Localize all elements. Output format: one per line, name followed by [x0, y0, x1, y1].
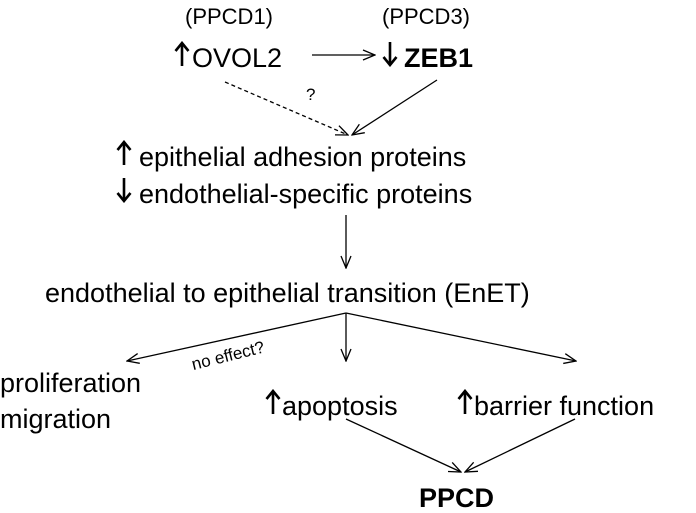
- up-arrow-icon: [116, 140, 132, 165]
- ppcd-outcome-label: PPCD: [419, 483, 495, 513]
- barrier-function-label: barrier function: [474, 391, 655, 421]
- proliferation-label: proliferation: [0, 368, 142, 398]
- endothelial-specific-decrease: endothelial-specific proteins: [116, 177, 472, 208]
- zeb1-label: ZEB1: [404, 43, 474, 73]
- ppcd3-label: (PPCD3): [382, 4, 471, 29]
- apoptosis-to-ppcd-arrow: [345, 418, 461, 472]
- transition-to-proliferation-arrow: [127, 312, 347, 361]
- migration-label: migration: [0, 404, 112, 434]
- barrier-to-ppcd-arrow: [465, 418, 576, 472]
- down-arrow-icon: [116, 178, 132, 203]
- endothelial-specific-label: endothelial-specific proteins: [139, 179, 473, 209]
- enet-transition-label: endothelial to epithelial transition (En…: [45, 278, 530, 308]
- up-arrow-icon: [174, 41, 190, 66]
- uncertain-link-question-mark: ?: [306, 85, 316, 104]
- barrier-function-increase: barrier function: [457, 389, 654, 420]
- zeb1-to-proteins-arrow: [352, 79, 438, 135]
- ovol2-to-proteins-dashed-arrow: [224, 81, 348, 135]
- ovol2-node: OVOL2: [174, 41, 282, 72]
- apoptosis-label: apoptosis: [282, 391, 398, 421]
- apoptosis-increase: apoptosis: [265, 389, 398, 420]
- zeb1-node: ZEB1: [382, 41, 473, 72]
- up-arrow-icon: [457, 389, 473, 414]
- epithelial-adhesion-increase: epithelial adhesion proteins: [116, 140, 466, 171]
- epithelial-adhesion-label: epithelial adhesion proteins: [139, 142, 467, 172]
- down-arrow-icon: [382, 42, 398, 67]
- transition-to-barrier-arrow: [345, 312, 576, 361]
- ovol2-label: OVOL2: [192, 43, 283, 73]
- up-arrow-icon: [265, 389, 281, 414]
- ppcd1-label: (PPCD1): [185, 4, 274, 29]
